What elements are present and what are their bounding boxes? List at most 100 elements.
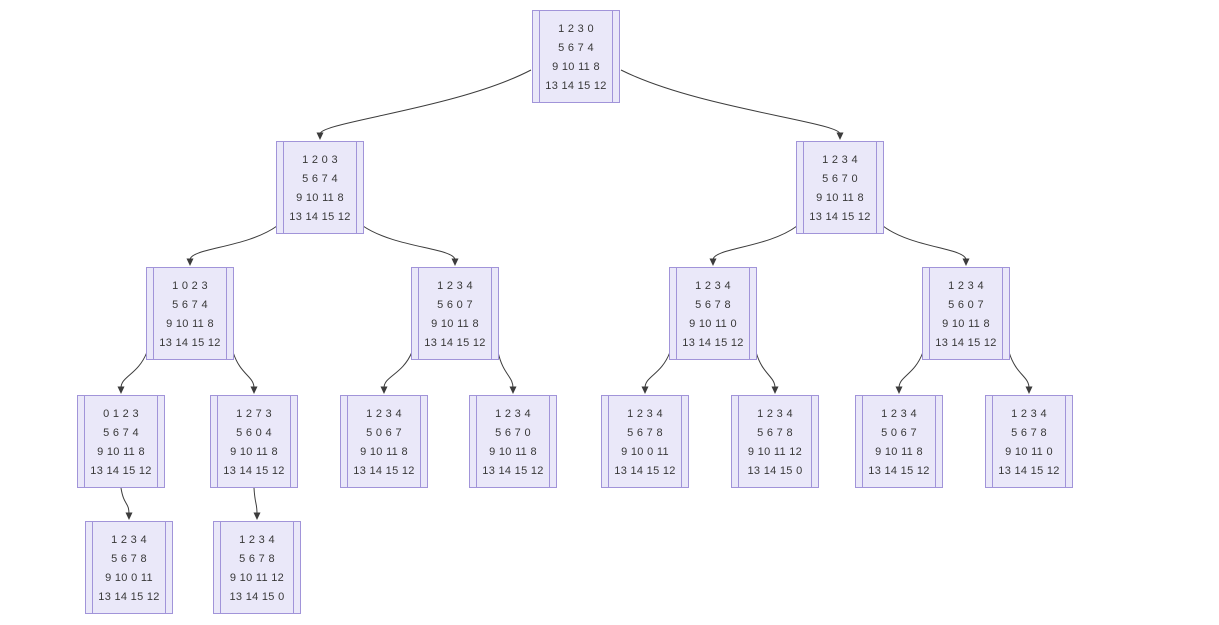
puzzle-row: 9 10 11 8: [816, 192, 864, 204]
puzzle-row: 5 6 0 7: [948, 299, 984, 311]
puzzle-node[interactable]: 1 2 3 4 5 6 7 8 9 10 0 11 13 14 15 12: [601, 395, 689, 488]
puzzle-row: 13 14 15 12: [289, 211, 351, 223]
puzzle-row: 1 2 3 4: [437, 280, 473, 292]
puzzle-row: 1 2 3 4: [881, 408, 917, 420]
arrowhead-icon: [316, 132, 324, 140]
puzzle-row: 13 14 15 12: [682, 337, 744, 349]
puzzle-row: 9 10 11 8: [875, 446, 923, 458]
puzzle-row: 5 6 7 8: [627, 427, 663, 439]
arrowhead-icon: [125, 512, 133, 520]
puzzle-row: 1 2 3 4: [495, 408, 531, 420]
puzzle-node[interactable]: 1 2 3 4 5 0 6 7 9 10 11 8 13 14 15 12: [340, 395, 428, 488]
puzzle-row: 9 10 11 12: [229, 572, 285, 584]
puzzle-row: 9 10 0 11: [621, 446, 669, 458]
arrowhead-icon: [509, 386, 517, 394]
puzzle-row: 13 14 15 12: [868, 465, 930, 477]
puzzle-row: 9 10 11 8: [166, 318, 214, 330]
tree-edge: [189, 225, 278, 261]
puzzle-row: 5 6 7 8: [757, 427, 793, 439]
tree-edge: [620, 69, 841, 135]
puzzle-node[interactable]: 1 2 3 4 5 6 7 0 9 10 11 8 13 14 15 12: [469, 395, 557, 488]
puzzle-row: 5 6 7 4: [558, 42, 594, 54]
tree-edge: [755, 351, 776, 389]
puzzle-row: 1 2 3 4: [948, 280, 984, 292]
puzzle-row: 5 6 7 8: [239, 553, 275, 565]
tree-edge: [120, 487, 130, 515]
tree-edge: [253, 487, 258, 515]
puzzle-row: 1 2 0 3: [302, 154, 338, 166]
puzzle-row: 1 2 3 4: [627, 408, 663, 420]
puzzle-row: 13 14 15 12: [90, 465, 152, 477]
arrowhead-icon: [709, 258, 717, 266]
puzzle-node[interactable]: 1 2 3 4 5 0 6 7 9 10 11 8 13 14 15 12: [855, 395, 943, 488]
puzzle-row: 13 14 15 12: [935, 337, 997, 349]
arrowhead-icon: [186, 258, 194, 266]
puzzle-row: 5 6 7 4: [172, 299, 208, 311]
puzzle-node[interactable]: 1 2 3 4 5 6 0 7 9 10 11 8 13 14 15 12: [922, 267, 1010, 360]
puzzle-row: 5 6 7 4: [302, 173, 338, 185]
tree-edge: [362, 225, 456, 261]
puzzle-row: 13 14 15 12: [223, 465, 285, 477]
tree-edge: [882, 225, 967, 261]
tree-edge: [383, 351, 413, 389]
puzzle-row: 9 10 11 8: [552, 61, 600, 73]
puzzle-row: 5 6 7 4: [103, 427, 139, 439]
puzzle-row: 5 6 0 4: [236, 427, 272, 439]
puzzle-row: 9 10 11 8: [942, 318, 990, 330]
puzzle-row: 9 10 11 8: [296, 192, 344, 204]
puzzle-row: 9 10 11 8: [489, 446, 537, 458]
puzzle-row: 13 14 15 12: [482, 465, 544, 477]
puzzle-row: 9 10 11 8: [431, 318, 479, 330]
puzzle-node[interactable]: 1 0 2 3 5 6 7 4 9 10 11 8 13 14 15 12: [146, 267, 234, 360]
puzzle-row: 9 10 11 0: [1005, 446, 1053, 458]
puzzle-row: 5 0 6 7: [366, 427, 402, 439]
puzzle-row: 1 2 3 4: [366, 408, 402, 420]
arrowhead-icon: [250, 386, 258, 394]
puzzle-row: 13 14 15 0: [229, 591, 285, 603]
puzzle-row: 9 10 11 8: [97, 446, 145, 458]
puzzle-row: 5 6 7 8: [1011, 427, 1047, 439]
puzzle-row: 13 14 15 12: [614, 465, 676, 477]
puzzle-row: 9 10 11 12: [747, 446, 803, 458]
puzzle-row: 5 6 7 8: [111, 553, 147, 565]
tree-edge: [232, 351, 255, 389]
puzzle-node[interactable]: 1 2 3 4 5 6 7 8 9 10 0 11 13 14 15 12: [85, 521, 173, 614]
puzzle-node[interactable]: 1 2 3 4 5 6 7 8 9 10 11 12 13 14 15 0: [731, 395, 819, 488]
arrowhead-icon: [895, 386, 903, 394]
puzzle-node[interactable]: 1 2 3 4 5 6 7 8 9 10 11 0 13 14 15 12: [985, 395, 1073, 488]
puzzle-row: 13 14 15 12: [545, 80, 607, 92]
arrowhead-icon: [771, 386, 779, 394]
tree-edge: [319, 69, 532, 135]
puzzle-row: 13 14 15 12: [809, 211, 871, 223]
arrowhead-icon: [836, 132, 844, 140]
tree-edge: [120, 351, 148, 389]
puzzle-row: 1 0 2 3: [172, 280, 208, 292]
arrowhead-icon: [641, 386, 649, 394]
tree-edge: [644, 351, 671, 389]
puzzle-row: 9 10 11 8: [360, 446, 408, 458]
puzzle-row: 1 2 7 3: [236, 408, 272, 420]
puzzle-node[interactable]: 1 2 0 3 5 6 7 4 9 10 11 8 13 14 15 12: [276, 141, 364, 234]
puzzle-node[interactable]: 0 1 2 3 5 6 7 4 9 10 11 8 13 14 15 12: [77, 395, 165, 488]
puzzle-node[interactable]: 1 2 3 0 5 6 7 4 9 10 11 8 13 14 15 12: [532, 10, 620, 103]
tree-edge: [712, 225, 798, 261]
puzzle-row: 13 14 15 12: [424, 337, 486, 349]
arrowhead-icon: [1025, 386, 1033, 394]
tree-edge: [1008, 351, 1030, 389]
puzzle-row: 1 2 3 4: [822, 154, 858, 166]
arrowhead-icon: [380, 386, 388, 394]
puzzle-row: 1 2 3 4: [695, 280, 731, 292]
puzzle-node[interactable]: 1 2 3 4 5 6 7 0 9 10 11 8 13 14 15 12: [796, 141, 884, 234]
puzzle-node[interactable]: 1 2 3 4 5 6 0 7 9 10 11 8 13 14 15 12: [411, 267, 499, 360]
puzzle-row: 1 2 3 4: [757, 408, 793, 420]
tree-edge: [497, 351, 514, 389]
puzzle-row: 13 14 15 12: [98, 591, 160, 603]
arrowhead-icon: [117, 386, 125, 394]
tree-edge: [898, 351, 924, 389]
puzzle-node[interactable]: 1 2 7 3 5 6 0 4 9 10 11 8 13 14 15 12: [210, 395, 298, 488]
puzzle-row: 5 6 7 0: [495, 427, 531, 439]
puzzle-node[interactable]: 1 2 3 4 5 6 7 8 9 10 11 12 13 14 15 0: [213, 521, 301, 614]
puzzle-node[interactable]: 1 2 3 4 5 6 7 8 9 10 11 0 13 14 15 12: [669, 267, 757, 360]
